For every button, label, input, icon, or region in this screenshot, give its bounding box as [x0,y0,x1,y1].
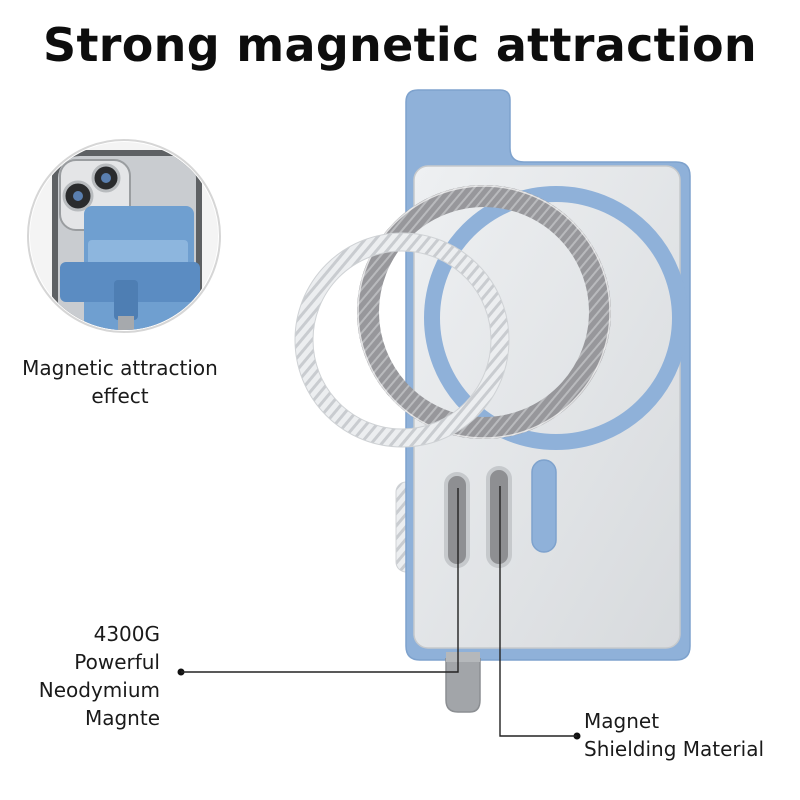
blue-ring [424,186,688,450]
magnet-label-line2: Powerful [74,650,160,674]
shield-label: Magnet Shielding Material [584,707,794,763]
magnet-label: 4300G Powerful Neodymium Magnte [20,620,160,732]
callout-shield [499,486,581,740]
inset-photo [27,139,221,333]
dark-magnet-ring [357,185,611,439]
slot-right [531,459,557,553]
slot-middle [486,466,512,568]
shield-label-line2: Shielding Material [584,737,765,761]
light-magnet-ring [295,233,509,447]
inset-caption-line1: Magnetic attraction [22,356,218,380]
magnet-label-line1: 4300G [93,622,160,646]
magnet-label-line4: Magnte [84,706,160,730]
magnet-label-line3: Neodymium [38,678,160,702]
inset-caption-line2: effect [91,384,149,408]
inset-caption: Magnetic attraction effect [10,354,230,410]
strap [445,658,481,713]
slot-left [444,472,470,568]
shield-label-line1: Magnet [584,709,660,733]
page-title: Strong magnetic attraction [43,18,757,72]
callout-magnet [177,488,459,676]
